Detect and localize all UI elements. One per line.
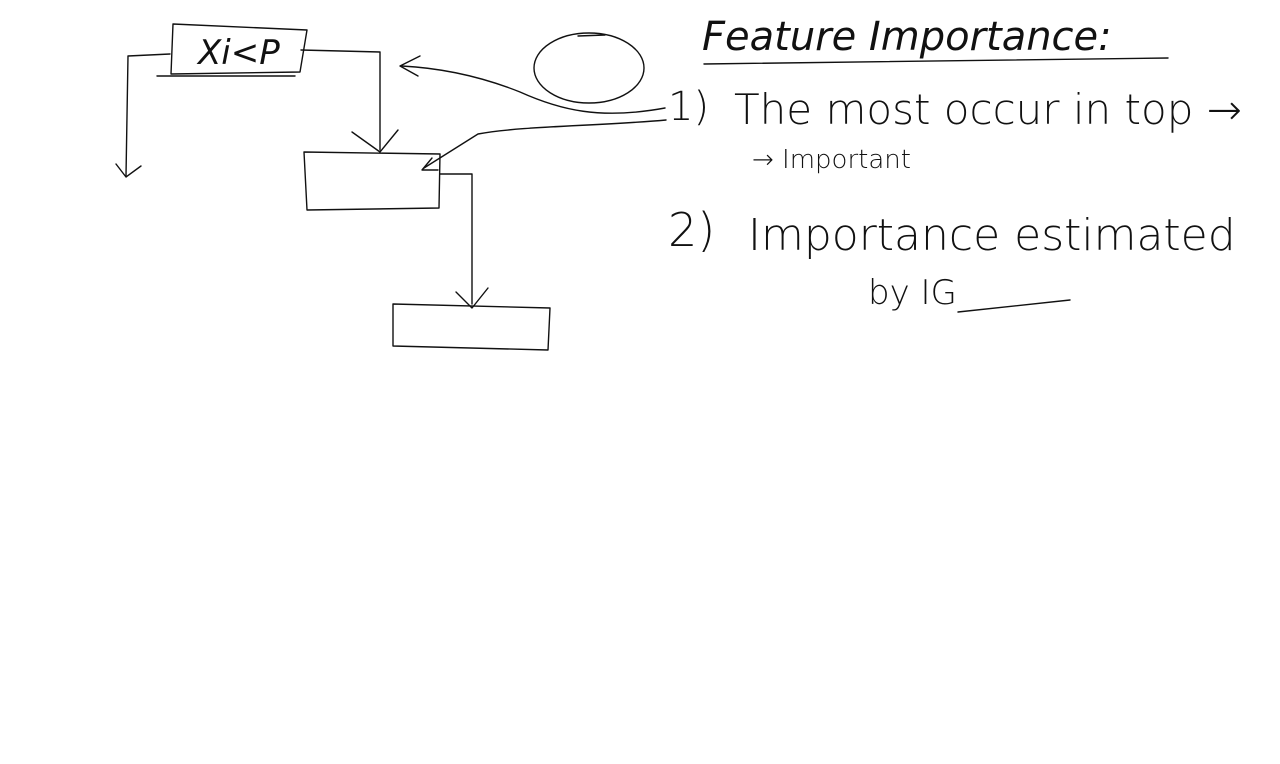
child-node-bottom <box>392 303 551 351</box>
notes-item-2-text: Importance estimated <box>748 210 1236 261</box>
pointer-arrow-to-middle <box>421 119 667 171</box>
left-branch-arrow <box>115 53 171 178</box>
decision-node-condition: Xi<P <box>196 33 280 73</box>
right-branch-arrow <box>300 49 399 153</box>
decision-node-box <box>170 23 308 75</box>
child-node-middle <box>303 151 441 211</box>
notes-item-1-continuation: → Important <box>752 145 911 175</box>
notes-item-1-text: The most occur in top → <box>734 85 1242 134</box>
notes-ig-underline <box>957 299 1071 313</box>
pointer-arrow-to-decision <box>399 55 666 114</box>
notes-heading: Feature Importance: <box>702 14 1112 60</box>
decision-node: Xi<P <box>156 23 308 77</box>
notes-item-2-continuation: by IG <box>868 273 957 313</box>
middle-to-bottom-arrow <box>439 173 489 309</box>
notes-item-2-number: 2) <box>668 203 715 257</box>
notes-heading-underline <box>703 57 1169 65</box>
oval-scribble <box>533 32 645 104</box>
notes-item-1-number: 1) <box>668 84 709 130</box>
